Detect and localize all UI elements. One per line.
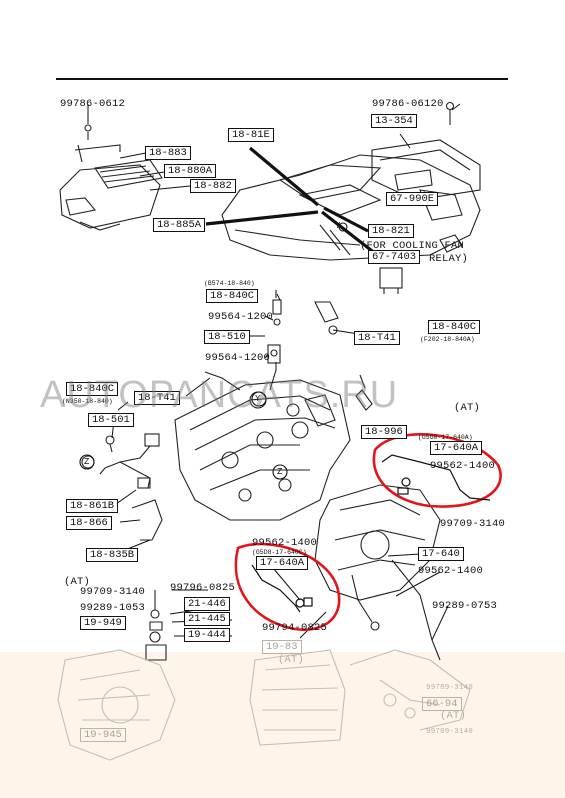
callout-box: 18-883 — [145, 146, 191, 160]
relay-illustration — [379, 267, 403, 289]
at-note: (AT) — [440, 710, 467, 722]
callout-box: 18-T41 — [354, 331, 400, 345]
part-number-label: 99709-3140 — [440, 518, 506, 530]
part-number-label: 99709-3140 — [80, 586, 146, 598]
callout-box: 21-445 — [184, 612, 230, 626]
callout-box: 18-885A — [153, 218, 206, 232]
highlight-outlines — [234, 433, 502, 631]
marker-y: Y — [255, 394, 261, 404]
callout-box: 18-81E — [228, 128, 274, 142]
part-number-label: 99794-0825 — [262, 622, 328, 634]
supersession-note: (B574-18-840) — [204, 280, 255, 287]
part-number-label: 99562-1400 — [252, 537, 318, 549]
callout-box: 66-94 — [422, 697, 462, 711]
highlight-sensor-bottom — [234, 542, 341, 631]
part-number-label: 99789-3140 — [426, 684, 474, 692]
callout-box: 17-640A — [256, 556, 309, 570]
part-number-label: 99709-3140 — [426, 728, 474, 736]
callout-box: 18-510 — [204, 330, 250, 344]
callout-box: 67-990E — [386, 192, 439, 206]
callout-box: 18-882 — [190, 179, 236, 193]
supersession-note: (F202-18-840A) — [420, 336, 475, 343]
oxygen-sensor-illustration — [81, 433, 163, 541]
faded-illustrations — [57, 649, 471, 761]
top-rule — [56, 78, 508, 80]
callout-box: 18-840C — [66, 382, 119, 396]
part-number-label: 99786-06120 — [372, 98, 444, 110]
engine-illustration — [174, 362, 351, 521]
callout-box: 18-T41 — [134, 391, 180, 405]
cooling-fan-note: (FOR COOLING FAN — [360, 240, 465, 252]
ecu-module-illustration — [59, 124, 163, 231]
at-note: (AT) — [454, 402, 481, 414]
at-note: (AT) — [278, 654, 305, 666]
callout-box: 17-640 — [418, 547, 464, 561]
part-number-label: 99289-1053 — [80, 602, 146, 614]
callout-box: 19-83 — [262, 640, 302, 654]
callout-box: 67-7403 — [368, 250, 421, 264]
part-number-label: 99562-1400 — [430, 460, 496, 472]
callout-box: 17-640A — [430, 441, 483, 455]
callout-box: 18-501 — [88, 413, 134, 427]
relay-bracket-illustration — [371, 101, 481, 253]
callout-box: 19-949 — [80, 616, 126, 630]
callout-box: 18-821 — [368, 224, 414, 238]
faded-lower-section — [0, 652, 565, 798]
callout-box: 18-835B — [86, 548, 139, 562]
callout-box: 18-996 — [361, 425, 407, 439]
supersession-note: (N350-18-840) — [62, 398, 113, 405]
callout-box: 19-945 — [80, 728, 126, 742]
callout-box: 18-840C — [428, 320, 481, 334]
callout-box: 21-446 — [184, 597, 230, 611]
part-number-label: 99289-0753 — [432, 600, 498, 612]
part-number-label: 99564-1200 — [208, 311, 274, 323]
callout-box: 18-866 — [66, 516, 112, 530]
marker-z: Z — [84, 457, 90, 467]
cooling-fan-note: RELAY) — [429, 253, 469, 265]
callout-box: 18-880A — [164, 164, 217, 178]
highlight-sensor-top — [372, 433, 502, 508]
angle-sensor-illustration — [314, 301, 373, 411]
supersession-note: (G5D8-17-640C) — [252, 549, 307, 556]
marker-y: Y — [335, 221, 341, 231]
switch-stack-illustration — [145, 590, 167, 661]
part-number-label: 99786-0612 — [60, 98, 126, 110]
callout-box: 19-444 — [184, 628, 230, 642]
callout-box: 18-861B — [66, 499, 119, 513]
part-number-label: 99796-0825 — [170, 582, 236, 594]
sensor-illustration — [267, 290, 282, 364]
part-number-label: 99562-1400 — [418, 565, 484, 577]
supersession-note: (G5G0-17-640A) — [418, 434, 473, 441]
at-note: (AT) — [64, 576, 91, 588]
watermark: AUTOPANCATS.RU — [40, 374, 399, 416]
callout-box: 13-354 — [371, 114, 417, 128]
part-number-label: 99564-1200 — [205, 352, 271, 364]
marker-z: Z — [277, 467, 283, 477]
callout-box: 18-840C — [206, 289, 259, 303]
